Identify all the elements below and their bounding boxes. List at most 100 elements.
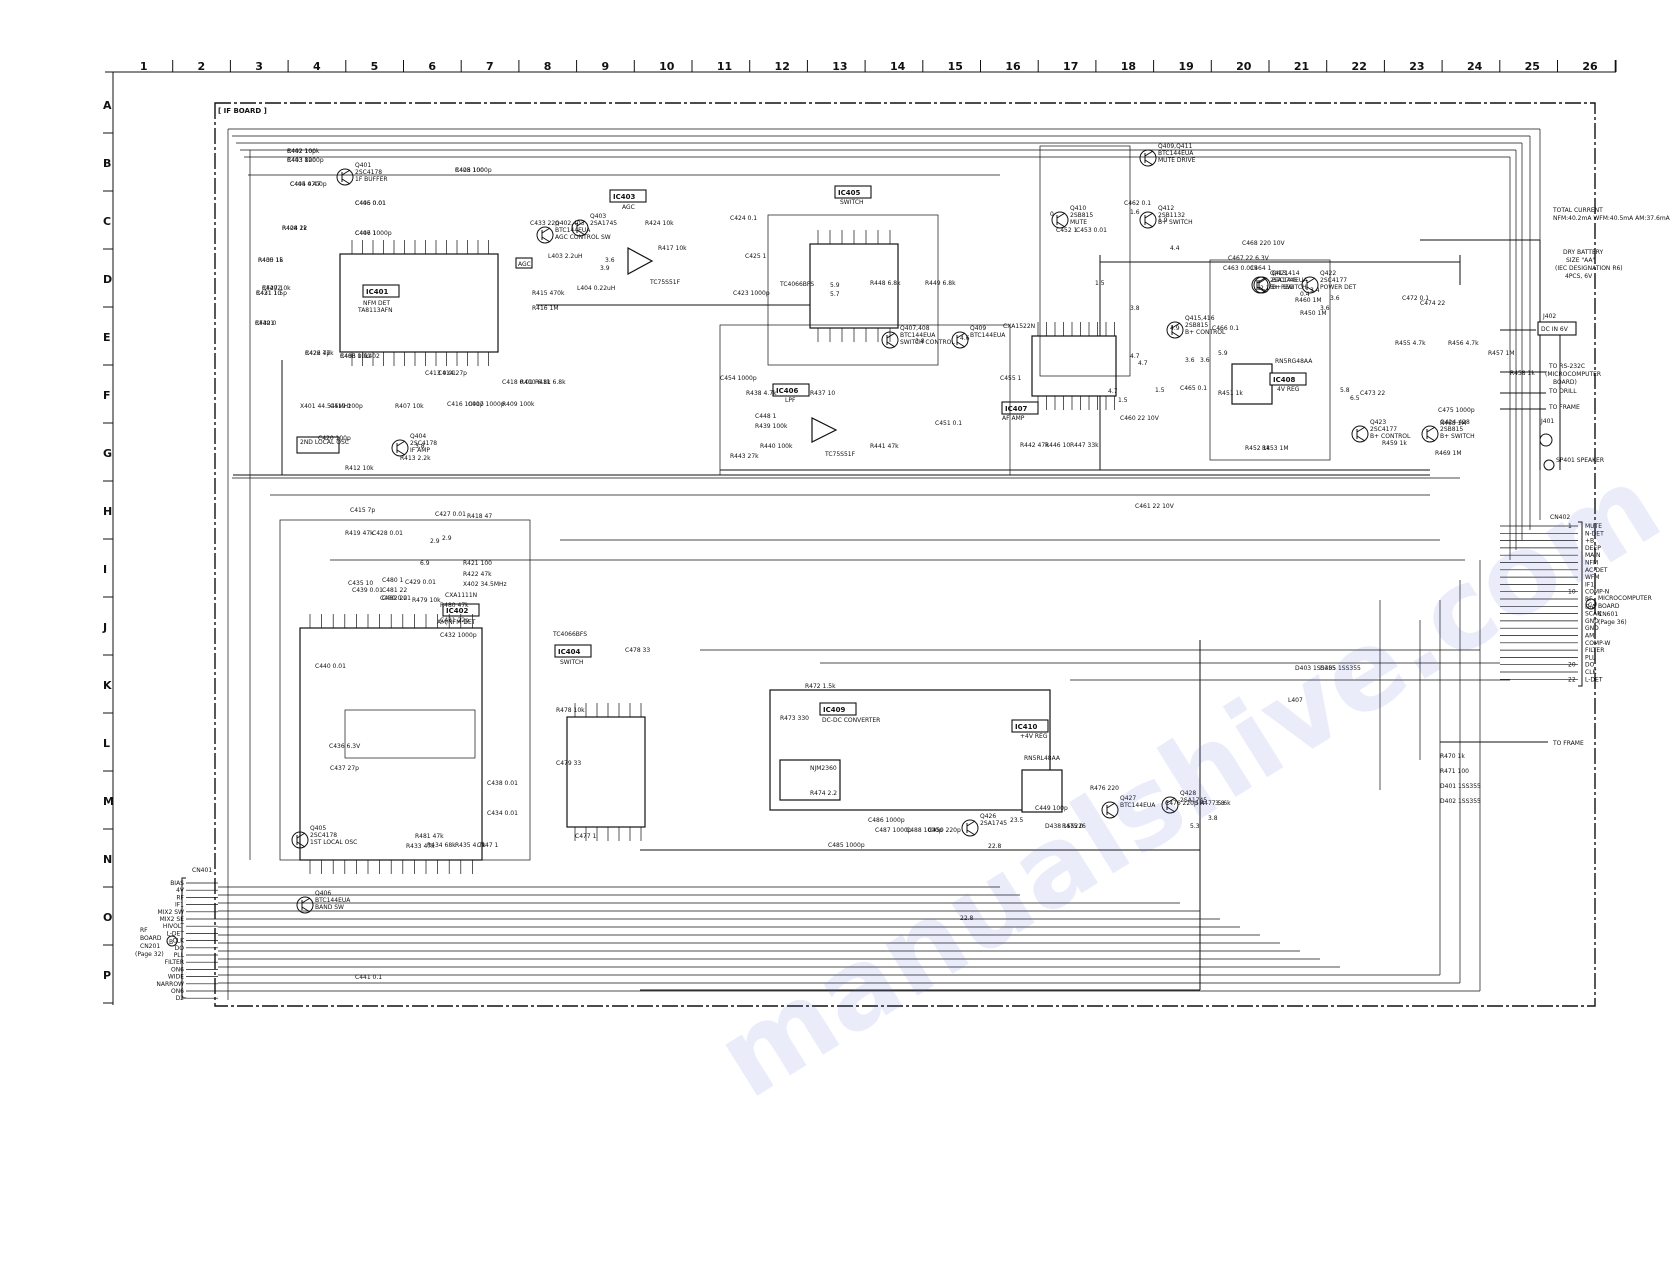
ic406-part: TC75S51F <box>824 451 856 458</box>
transistor-note: B+ REG <box>1270 284 1294 291</box>
component-label: R417 10k <box>658 245 687 252</box>
transistor-note: IF AMP <box>410 447 430 454</box>
component-label: C474 22 <box>1420 300 1445 307</box>
component-label: R411 6.8k <box>535 379 566 386</box>
component-label: C438 0.01 <box>487 780 518 787</box>
component-label: CF401 <box>255 320 274 327</box>
component-label: C415 7p <box>350 507 375 514</box>
component-label: C408 1000p <box>455 167 492 174</box>
component-label: C414 27p <box>438 370 467 377</box>
microcomputer-board-4: (Page 36) <box>1598 619 1627 626</box>
board-title: [ IF BOARD ] <box>218 107 267 115</box>
component-label: C417 1000p <box>468 401 505 408</box>
ic409-label: IC409 <box>823 706 845 714</box>
column-label: 21 <box>1294 60 1309 73</box>
transistor-ref: Q409,Q411 <box>1158 143 1192 150</box>
cn402-pin: N-DET <box>1585 530 1604 537</box>
to-frame2-label: TO FRAME <box>1552 740 1584 747</box>
row-label: P <box>103 969 111 982</box>
ic407-part: CXA1522N <box>1003 323 1035 330</box>
transistor-note: MUTE <box>1070 219 1087 226</box>
component-label: C468 220 10V <box>1242 240 1286 247</box>
voltage-reading: 4.4 <box>1170 245 1180 252</box>
voltage-reading: 5.4 <box>1195 800 1205 807</box>
voltage-reading: 4.9 <box>1170 325 1180 332</box>
component-label: R404 1k <box>282 225 307 232</box>
column-label: 10 <box>659 60 675 73</box>
component-label: L402 <box>365 353 380 360</box>
voltage-reading: 1.9 <box>1158 217 1168 224</box>
component-label: R412 10k <box>345 465 374 472</box>
component-label: C454 1000p <box>720 375 757 382</box>
row-label: F <box>103 389 111 402</box>
ic410-part: RN5RL48AA <box>1024 755 1061 762</box>
voltage-reading: 4.7 <box>1108 388 1118 395</box>
transistor-note: B+ SWITCH <box>1272 284 1307 291</box>
transistor-ref: Q424-428 <box>1440 419 1470 426</box>
row-label: K <box>103 679 112 692</box>
transistor-part: BTC144EUA <box>315 897 351 904</box>
ic404-role: SWITCH <box>560 659 584 666</box>
component-label: R434 68k <box>427 842 456 849</box>
voltage-reading: 2.9 <box>430 538 440 545</box>
component-label: C444 0.47 <box>290 181 321 188</box>
component-label: R452 1k <box>1245 445 1270 452</box>
cn401-pin: DO <box>175 945 185 952</box>
transistor-ref: Q401 <box>355 162 371 169</box>
voltage-reading: 0.4 <box>1300 291 1310 298</box>
component-label: C413 0.01 <box>425 370 456 377</box>
ic403-label: IC403 <box>613 193 635 201</box>
component-label: R431 10 <box>256 290 281 297</box>
cn402-pin: AM <box>1585 633 1594 640</box>
voltage-reading: 3.6 <box>1330 295 1340 302</box>
to-frame-label: TO FRAME <box>1548 404 1580 411</box>
component-label: R449 6.8k <box>925 280 956 287</box>
battery-note-1: DRY BATTERY <box>1563 249 1604 256</box>
column-label: 1 <box>140 60 148 73</box>
ic401-role: NFM DET <box>363 300 390 307</box>
voltage-reading: 3.6 <box>605 257 615 264</box>
cn402-pin-number: 10 <box>1568 589 1576 596</box>
transistor-note: MUTE DRIVE <box>1158 157 1196 164</box>
component-label: C419 100p <box>330 403 363 410</box>
voltage-reading: 1.6 <box>1130 209 1140 216</box>
component-label: C482 22 <box>382 595 407 602</box>
transistor-part: BTC144EUA <box>1120 802 1156 809</box>
component-label: C481 22 <box>382 587 407 594</box>
transistor-part: 2SA1745 <box>590 220 617 227</box>
transistor-part: 2SC4177 <box>1320 277 1347 284</box>
row-label: L <box>103 737 110 750</box>
component-label: R471 100 <box>1440 768 1469 775</box>
sp401-label: SP401 SPEAKER <box>1556 457 1604 464</box>
cn401-pin: NARROW <box>156 981 184 988</box>
cn402-pin: CLK <box>1585 669 1598 676</box>
cn401-pin: IF1 <box>175 902 184 909</box>
cn402-pin: GND <box>1585 618 1599 625</box>
component-label: R459 1k <box>1382 440 1407 447</box>
component-label: R426 47k <box>305 350 334 357</box>
component-label: D403 1SS355 <box>1295 665 1336 672</box>
component-label: C480 1 <box>382 577 404 584</box>
column-label: 11 <box>717 60 732 73</box>
transistor-ref: Q421 <box>1272 270 1288 277</box>
component-label: R474 2.2 <box>810 790 837 797</box>
ic402: IC402 AM/NFM DET CXA1111N <box>299 592 483 874</box>
component-label: X402 34.5MHz <box>463 581 507 588</box>
column-label: 13 <box>832 60 847 73</box>
transistor-ref: Q402,403 <box>555 220 585 227</box>
ic402-part: CXA1111N <box>445 592 477 599</box>
transistor-part: 2SB815 <box>1070 212 1093 219</box>
transistor-part: 2SC4177 <box>1370 426 1397 433</box>
component-label: R455 4.7k <box>1395 340 1426 347</box>
misc-blocks: AGC 2ND LOCAL OSC <box>279 145 1331 861</box>
component-label: C418 0.01 <box>502 379 533 386</box>
component-label: R442 47k <box>1020 442 1049 449</box>
voltage-reading: 1.5 <box>1118 397 1128 404</box>
